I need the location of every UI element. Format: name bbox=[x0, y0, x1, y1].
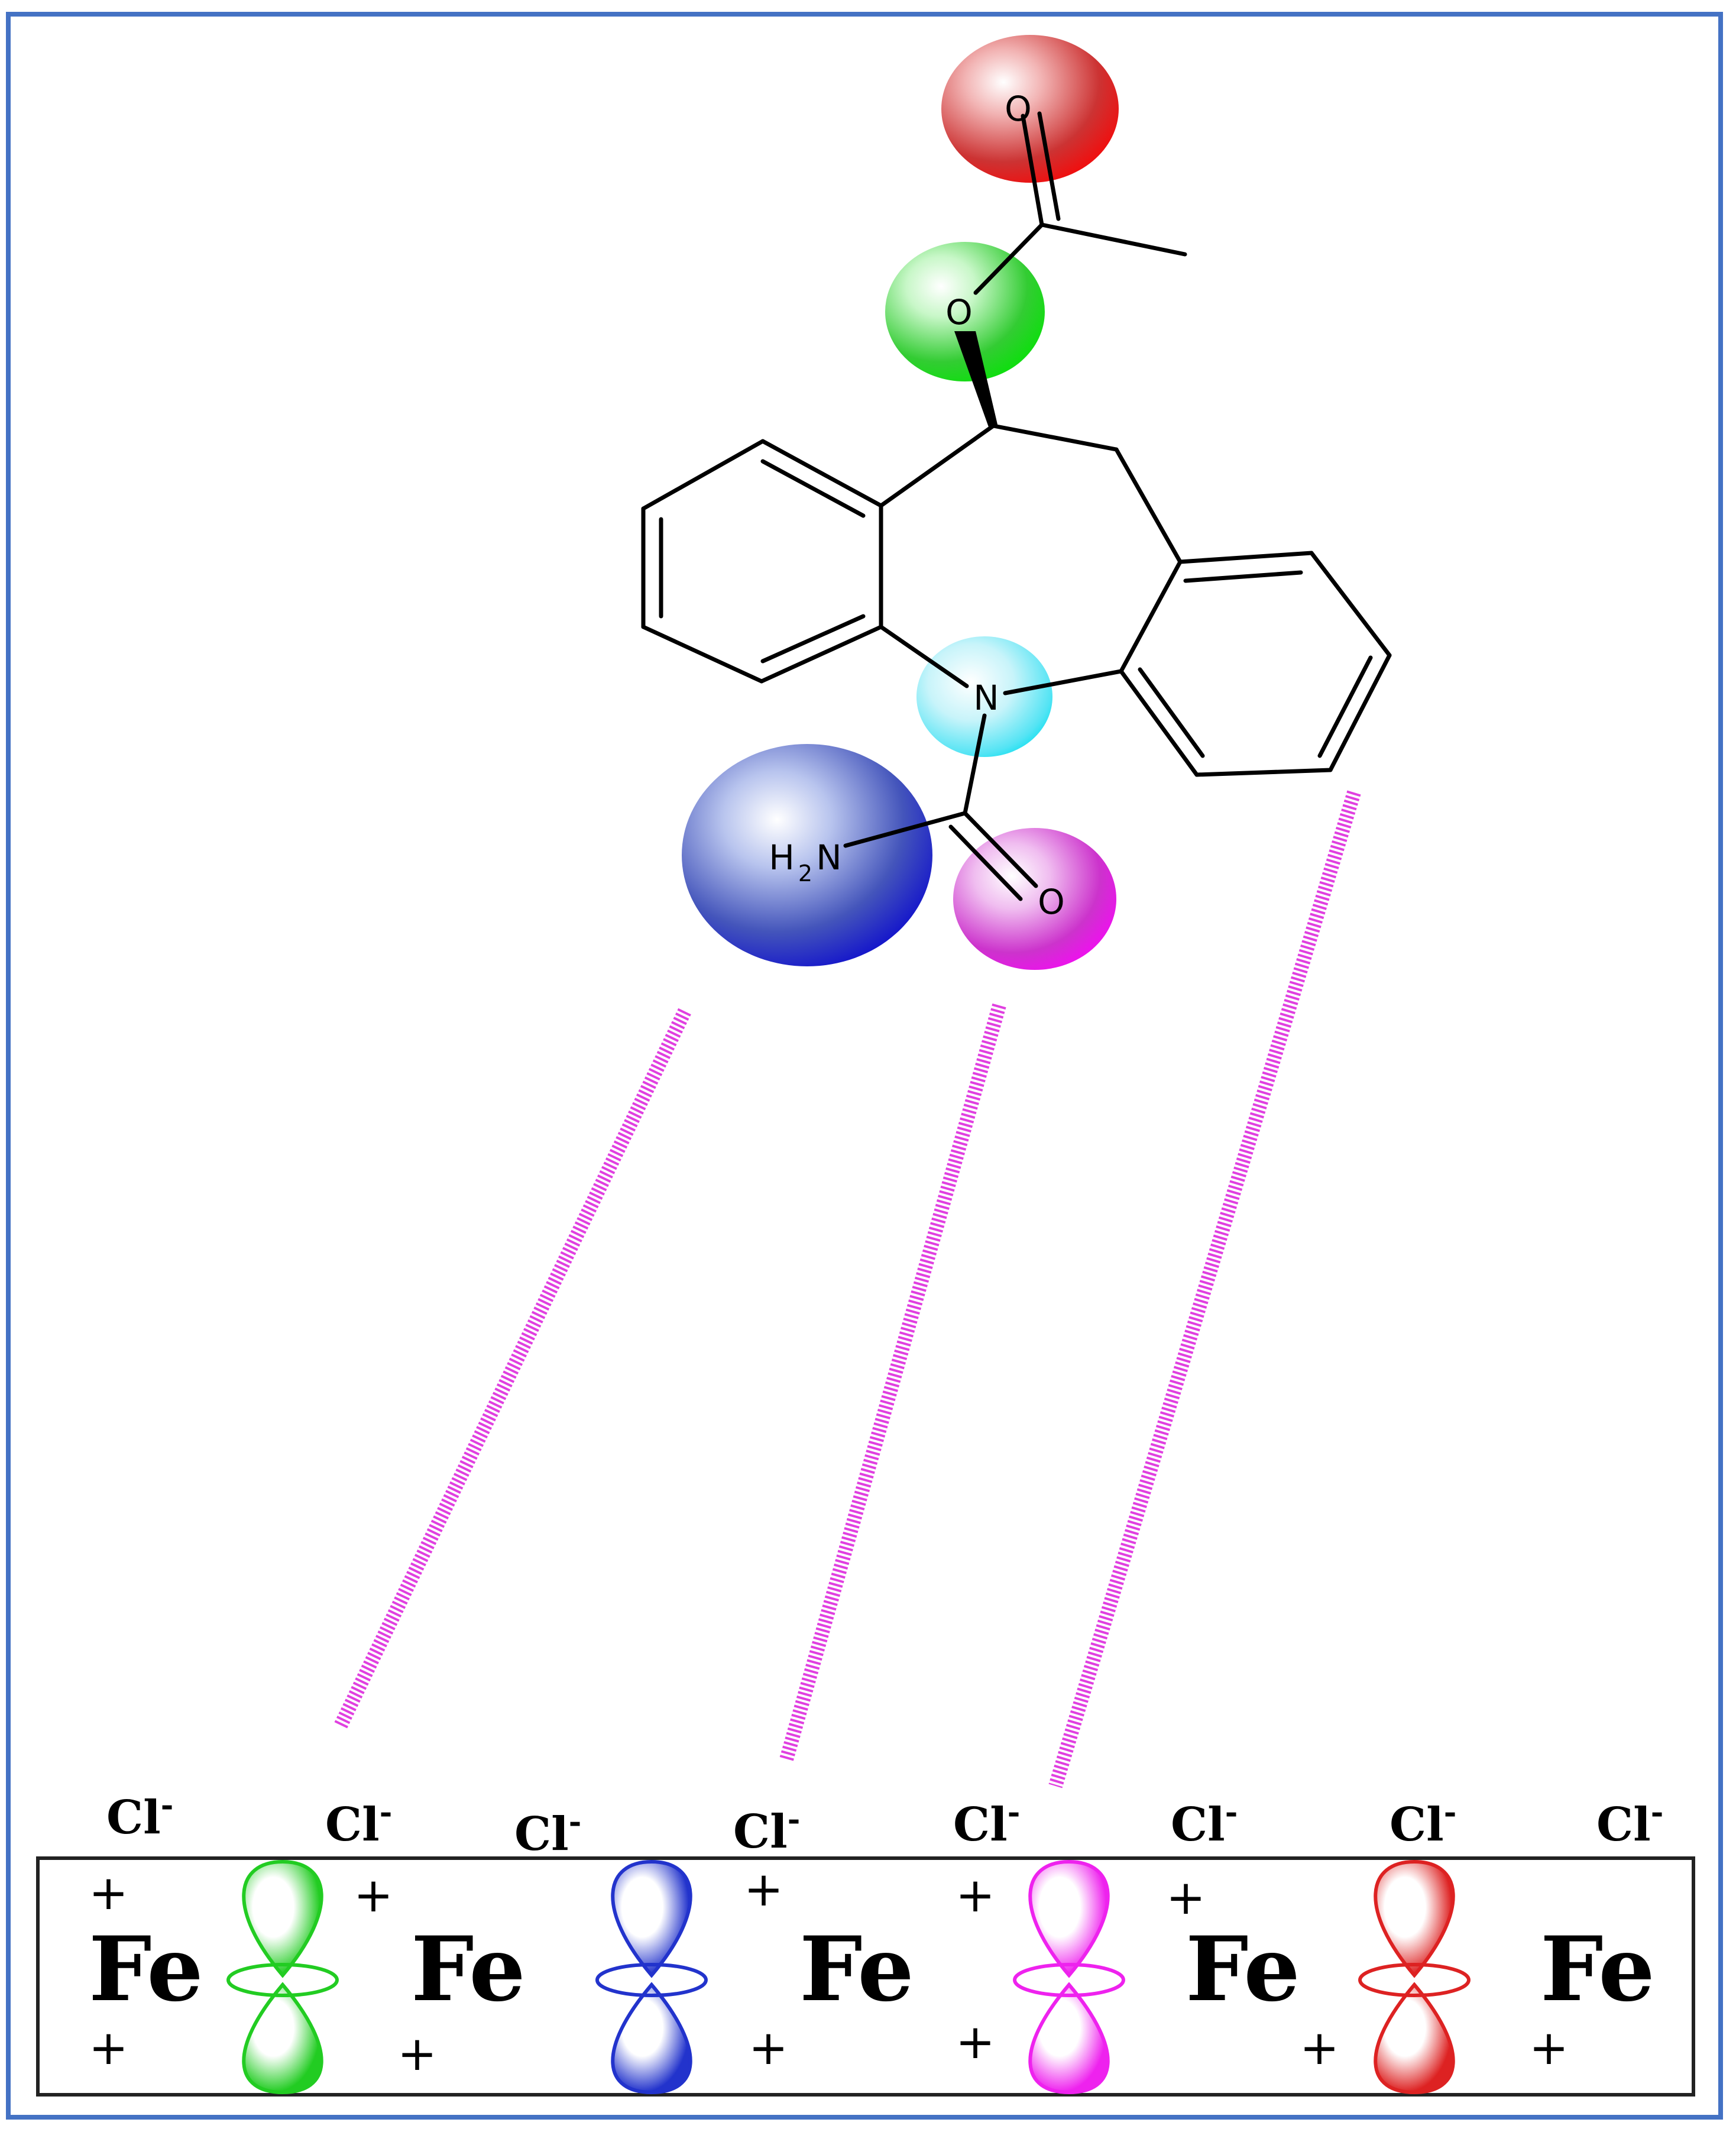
fe-1: Fe bbox=[89, 1917, 203, 2021]
d-orbitals bbox=[226, 1859, 1471, 2095]
fe-3: Fe bbox=[799, 1917, 914, 2021]
plus-11: + bbox=[1529, 2020, 1569, 2075]
o-carbonyl-ester-sphere bbox=[941, 35, 1119, 183]
plus-2: + bbox=[89, 2020, 128, 2075]
cl-7: Cl- bbox=[1390, 1794, 1456, 1852]
interaction-line-3 bbox=[1048, 790, 1361, 1788]
orbital-red bbox=[1358, 1859, 1471, 2095]
metal-surface-box bbox=[36, 1856, 1695, 2097]
o-amide-sphere bbox=[953, 828, 1116, 970]
orbital-torus bbox=[226, 1963, 339, 1997]
cl-1: Cl- bbox=[106, 1787, 173, 1845]
positive-charges: + + + + + + + + + + + bbox=[89, 1862, 1569, 2081]
atom-o-carbonyl-ester: O bbox=[1005, 89, 1032, 129]
plus-6: + bbox=[749, 2020, 788, 2075]
o-ester-sphere bbox=[885, 242, 1045, 381]
fe-4: Fe bbox=[1186, 1917, 1300, 2021]
outer-frame bbox=[6, 12, 1723, 2120]
orbital-lower-lobe bbox=[1374, 1982, 1455, 2095]
atom-o-ester: O bbox=[945, 292, 973, 332]
plus-3: + bbox=[354, 1868, 393, 1923]
orbital-torus bbox=[1013, 1963, 1125, 1997]
interaction-line-2 bbox=[779, 1003, 1006, 1762]
cl-8: Cl- bbox=[1596, 1794, 1663, 1852]
atom-nh2-sub: 2 bbox=[798, 860, 812, 887]
interaction-lines bbox=[333, 790, 1361, 1788]
orbital-torus bbox=[595, 1963, 708, 1997]
cl-3: Cl- bbox=[514, 1804, 581, 1862]
atom-n-ring: N bbox=[973, 678, 999, 718]
plus-8: + bbox=[956, 2014, 995, 2069]
plus-9: + bbox=[1166, 1870, 1206, 1925]
stereo-wedge bbox=[954, 331, 998, 427]
n-ring-sphere bbox=[916, 636, 1052, 757]
orbital-torus bbox=[1358, 1963, 1471, 1997]
plus-10: + bbox=[1300, 2020, 1339, 2075]
cl-5: Cl- bbox=[953, 1794, 1020, 1852]
fe-5: Fe bbox=[1540, 1917, 1655, 2021]
orbital-lower-lobe bbox=[611, 1982, 692, 2095]
orbital-upper-lobe bbox=[1028, 1859, 1110, 1978]
orbital-lower-lobe bbox=[1028, 1982, 1110, 2095]
orbital-upper-lobe bbox=[611, 1859, 692, 1978]
atom-nh2-h: H bbox=[769, 837, 795, 878]
cl-2: Cl- bbox=[325, 1794, 392, 1852]
orbital-upper-lobe bbox=[1374, 1859, 1455, 1978]
chloride-ions: Cl- Cl- Cl- Cl- Cl- Cl- Cl- Cl- bbox=[106, 1787, 1663, 1862]
atom-labels: O O N H 2 N O bbox=[769, 89, 1065, 922]
interaction-line-1 bbox=[333, 1008, 691, 1730]
plus-4: + bbox=[397, 2026, 437, 2081]
heteroatom-spheres bbox=[682, 35, 1119, 970]
nh2-sphere bbox=[682, 744, 932, 966]
cl-4: Cl- bbox=[733, 1801, 800, 1859]
orbital-green bbox=[226, 1859, 339, 2095]
orbital-blue bbox=[595, 1859, 708, 2095]
orbital-magenta bbox=[1013, 1859, 1125, 2095]
plus-5: + bbox=[744, 1862, 783, 1917]
fe-2: Fe bbox=[411, 1917, 526, 2021]
cl-6: Cl- bbox=[1171, 1794, 1238, 1852]
plus-1: + bbox=[89, 1865, 128, 1920]
atom-o-amide: O bbox=[1038, 882, 1065, 922]
atom-nh2-n: N bbox=[816, 837, 841, 878]
iron-atoms: Fe Fe Fe Fe Fe bbox=[89, 1917, 1655, 2021]
orbital-upper-lobe bbox=[242, 1859, 323, 1978]
plus-7: + bbox=[956, 1868, 995, 1923]
molecule-bonds bbox=[641, 111, 1392, 901]
orbital-lower-lobe bbox=[242, 1982, 323, 2095]
